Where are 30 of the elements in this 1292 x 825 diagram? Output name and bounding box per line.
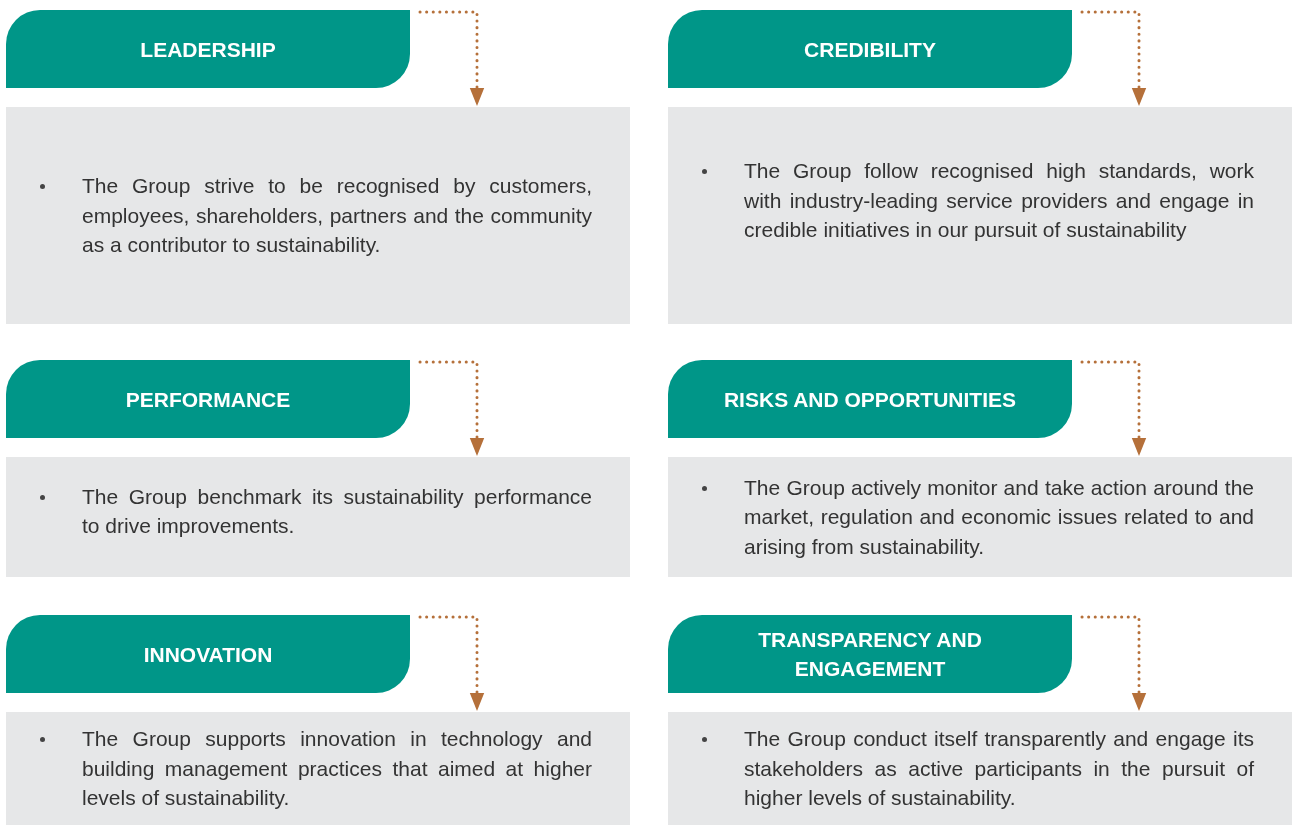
heading-tab [6,615,410,693]
dotted-arrow [418,615,485,713]
heading-tab [6,10,410,88]
text-card [6,457,630,577]
dotted-arrow [418,360,485,458]
heading-text: INNOVATION [142,641,274,668]
heading-text: TRANSPARENCY AND ENGAGEMENT [757,627,983,682]
heading-text: LEADERSHIP [139,36,277,63]
text-card [668,107,1292,324]
heading-tab [6,360,410,438]
body-text: The Group follow recognised high standards, work with industry-leading service providers and engage in credible initiatives in our pursuit of sustainability [744,158,1254,244]
heading-tab [668,360,1072,438]
dotted-arrow [1080,360,1147,458]
heading-tab [668,10,1072,88]
text-card [668,457,1292,577]
text-card [6,712,630,825]
dotted-arrow [1080,10,1147,108]
heading-text: CREDIBILITY [803,36,937,63]
dotted-arrow [418,10,485,108]
heading-text: RISKS AND OPPORTUNITIES [722,386,1018,413]
body-text: The Group actively monitor and take action around the market, regulation and economic issues related to and arising from sustainability. [744,474,1254,560]
text-card [6,107,630,324]
text-card [668,712,1292,825]
body-text: The Group benchmark its sustainability performance to drive improvements. [82,483,592,539]
body-text: The Group supports innovation in technology and building management practices that aimed at higher levels of sustainability. [82,726,592,812]
body-text: The Group strive to be recognised by customers, employees, shareholders, partners and the community as a contributor to sustainability. [82,173,592,259]
body-text: The Group conduct itself transparently and engage its stakeholders as active participants in the pursuit of higher levels of sustainability. [744,726,1254,812]
heading-text: PERFORMANCE [124,386,292,413]
dotted-arrow [1080,615,1147,713]
heading-tab [668,615,1072,693]
